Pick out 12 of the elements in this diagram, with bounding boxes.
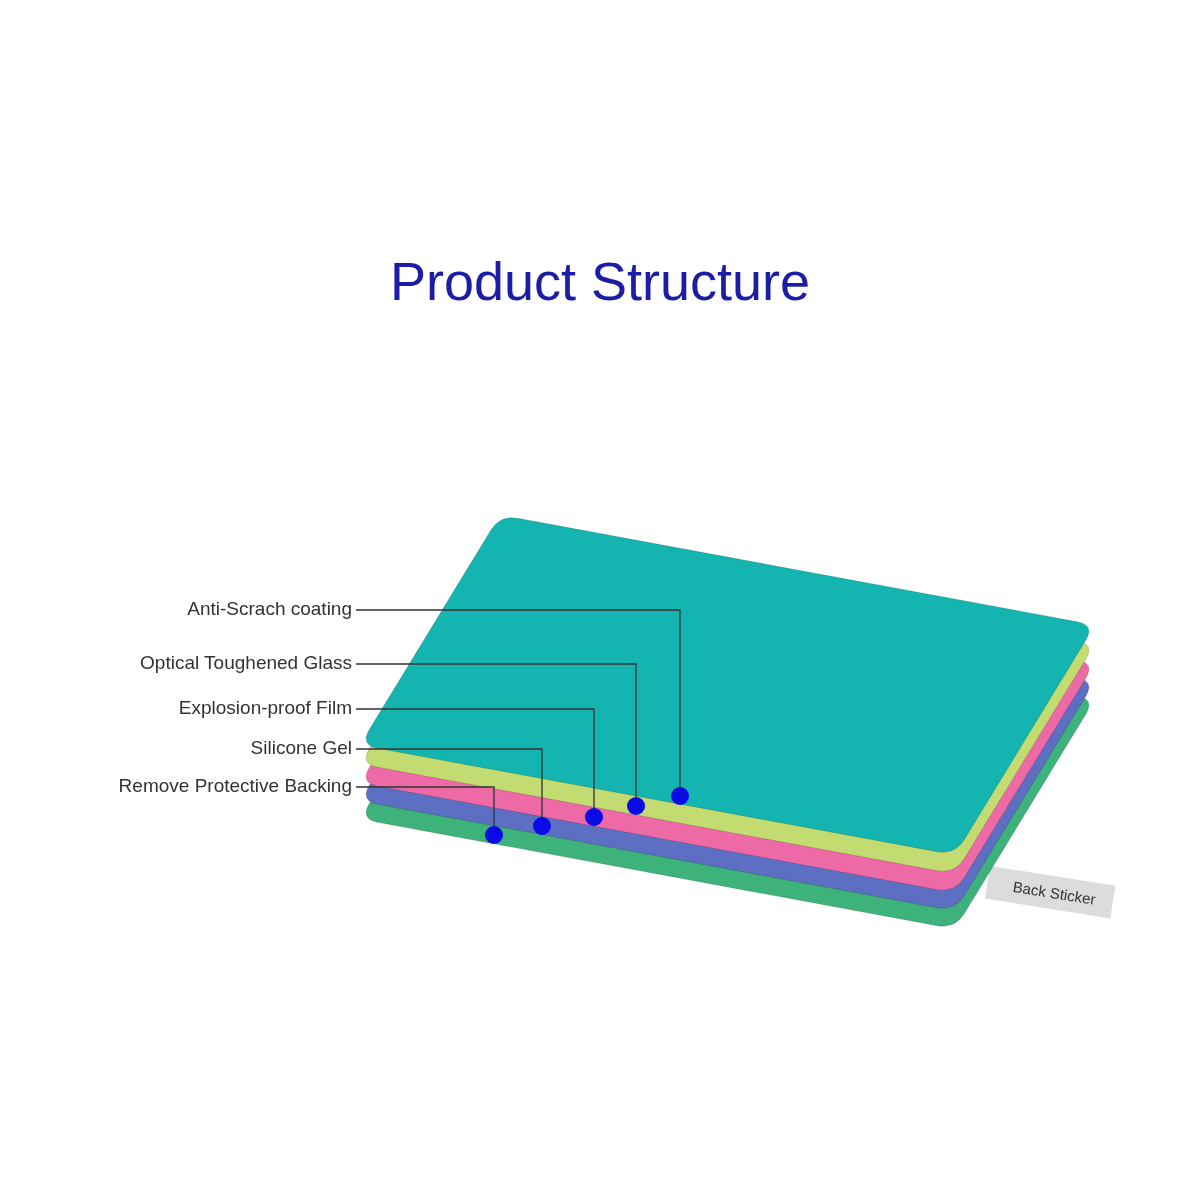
leader-line xyxy=(355,609,689,805)
leader-line xyxy=(355,748,551,835)
layer-label: Silicone Gel xyxy=(250,737,352,759)
layer-label: Remove Protective Backing xyxy=(118,775,352,797)
layer-label: Explosion-proof Film xyxy=(178,697,352,719)
layer-label: Optical Toughened Glass xyxy=(140,652,352,674)
layer-sheet xyxy=(365,517,1090,853)
layer-label: Anti-Scrach coating xyxy=(187,598,352,620)
leader-line xyxy=(355,663,645,815)
leader-line xyxy=(355,708,603,826)
title: Product Structure xyxy=(388,250,812,312)
sticker-tab: Back Sticker xyxy=(984,866,1116,919)
